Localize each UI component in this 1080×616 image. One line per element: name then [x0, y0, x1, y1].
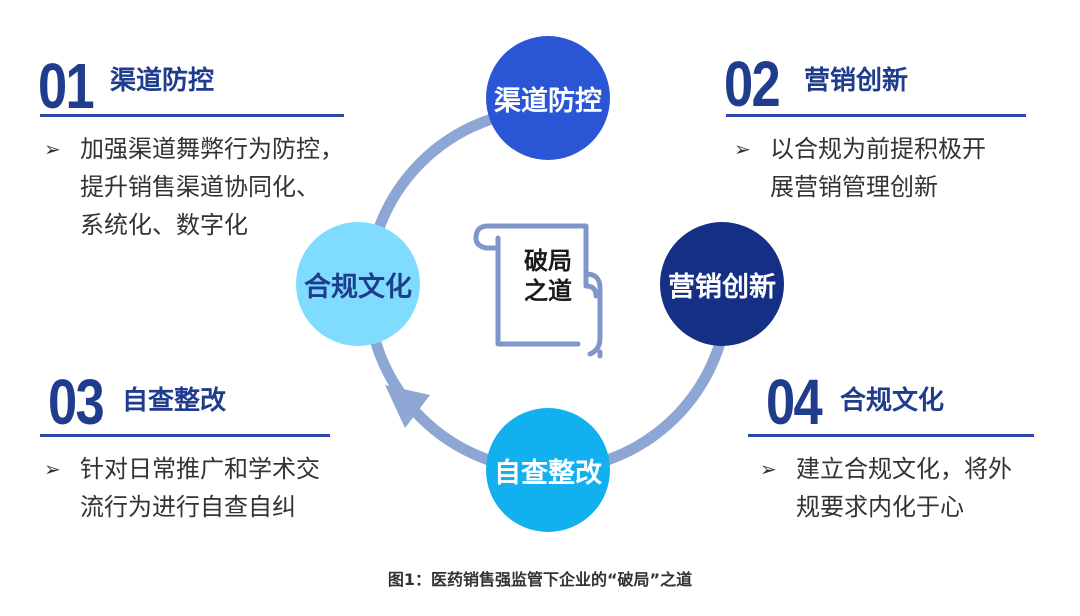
section-number-01: 01	[38, 50, 95, 122]
section-title-01: 渠道防控	[110, 66, 215, 96]
section-rule-03	[40, 434, 330, 437]
section-text-01-line: 系统化、数字化	[80, 211, 248, 239]
section-rule-01	[40, 114, 344, 117]
section-number-03: 03	[48, 366, 105, 438]
section-text-01-line: 提升销售渠道协同化、	[80, 173, 320, 201]
section-rule-02	[726, 114, 1026, 117]
section-text-02-line: 以合规为前提积极开	[770, 135, 986, 163]
center-title: 破局 之道	[508, 246, 588, 306]
section-text-03-line: 针对日常推广和学术交	[80, 455, 320, 483]
cycle-node-bottom: 自查整改	[486, 408, 610, 532]
cycle-node-left: 合规文化	[296, 222, 420, 346]
cycle-node-right: 营销创新	[660, 222, 784, 346]
section-rule-04	[748, 434, 1034, 437]
section-number-02: 02	[724, 48, 781, 120]
section-body-02: ➢ 以合规为前提积极开 展营销管理创新	[734, 130, 1054, 206]
section-text-04-line: 规要求内化于心	[796, 493, 964, 521]
cycle-node-top: 渠道防控	[486, 36, 610, 160]
section-text-02-line: 展营销管理创新	[770, 173, 938, 201]
center-title-line-1: 破局	[524, 247, 572, 275]
bullet-arrow-icon: ➢	[760, 457, 777, 481]
section-text-03: 针对日常推广和学术交 流行为进行自查自纠	[80, 450, 320, 526]
bullet-arrow-icon: ➢	[44, 457, 61, 481]
section-title-03: 自查整改	[122, 386, 227, 416]
cycle-node-left-label: 合规文化	[304, 271, 412, 303]
cycle-node-bottom-label: 自查整改	[494, 457, 602, 489]
section-title-02: 营销创新	[804, 66, 909, 96]
center-title-line-2: 之道	[524, 277, 572, 305]
figure-caption: 图1：医药销售强监管下企业的“破局”之道	[387, 570, 693, 589]
cycle-arrowhead	[385, 385, 430, 428]
section-text-04: 建立合规文化，将外 规要求内化于心	[796, 450, 1012, 526]
section-body-01: ➢ 加强渠道舞弊行为防控， 提升销售渠道协同化、 系统化、数字化	[44, 130, 384, 244]
bullet-arrow-icon: ➢	[734, 137, 751, 161]
section-number-04: 04	[766, 366, 823, 438]
cycle-node-top-label: 渠道防控	[494, 85, 602, 117]
section-title-04: 合规文化	[840, 386, 945, 416]
section-body-03: ➢ 针对日常推广和学术交 流行为进行自查自纠	[44, 450, 384, 526]
section-body-04: ➢ 建立合规文化，将外 规要求内化于心	[760, 450, 1060, 526]
section-text-03-line: 流行为进行自查自纠	[80, 493, 296, 521]
cycle-node-right-label: 营销创新	[668, 271, 776, 303]
section-text-02: 以合规为前提积极开 展营销管理创新	[770, 130, 986, 206]
section-text-01: 加强渠道舞弊行为防控， 提升销售渠道协同化、 系统化、数字化	[80, 130, 344, 244]
scroll-document-icon	[473, 223, 603, 359]
section-text-04-line: 建立合规文化，将外	[796, 455, 1012, 483]
section-text-01-line: 加强渠道舞弊行为防控，	[80, 135, 344, 163]
bullet-arrow-icon: ➢	[44, 137, 61, 161]
